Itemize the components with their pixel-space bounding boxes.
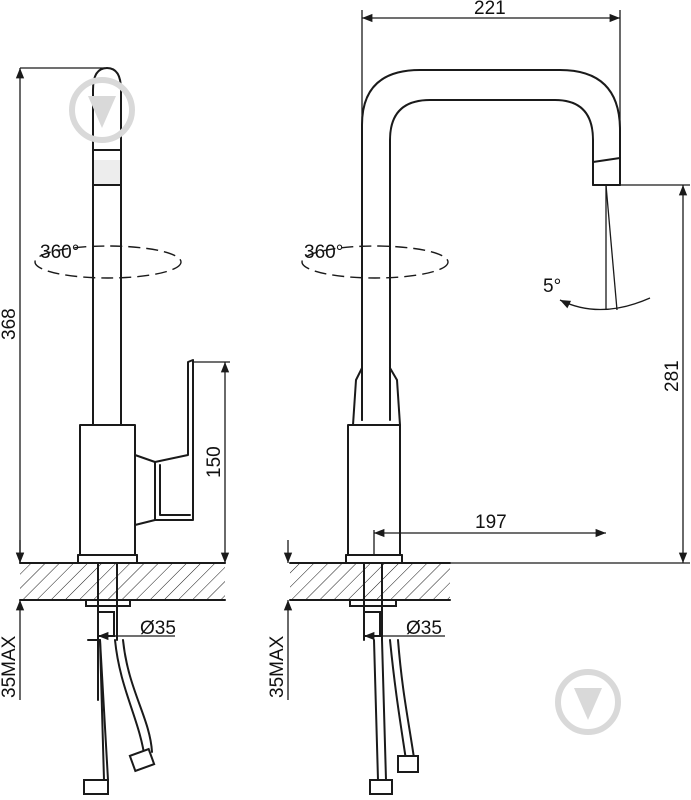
lever-handle-front bbox=[134, 454, 156, 526]
dim-spout-reach: 197 bbox=[475, 512, 507, 533]
dim-countertop-max-left: 35MAX bbox=[0, 635, 20, 698]
dim-overall-width: 221 bbox=[474, 0, 506, 19]
dim-overall-height: 368 bbox=[0, 308, 20, 340]
mounting-hardware-left bbox=[83, 562, 156, 795]
countertop-left bbox=[20, 563, 225, 600]
mounting-hardware-right bbox=[349, 562, 419, 795]
dim-base-diameter-right: Ø35 bbox=[406, 618, 442, 639]
tilt-angle-label: 5° bbox=[543, 276, 561, 297]
body-front bbox=[79, 424, 136, 556]
rotation-label-right: 360° bbox=[304, 242, 343, 263]
countertop-right bbox=[290, 563, 450, 600]
side-view: 360° 5° 221 197 281 bbox=[267, 0, 690, 795]
drop-down-arrow-icon bbox=[69, 77, 135, 143]
dim-handle-height: 150 bbox=[204, 446, 225, 478]
rotation-label-left: 360° bbox=[40, 242, 79, 263]
dim-spout-height: 281 bbox=[662, 360, 683, 392]
drop-down-arrow-icon bbox=[555, 669, 621, 735]
spout-arch bbox=[361, 69, 621, 421]
dim-countertop-max-right: 35MAX bbox=[267, 635, 288, 698]
front-view: 360° 368 150 Ø35 35MAX bbox=[0, 67, 230, 795]
dim-base-diameter-left: Ø35 bbox=[140, 618, 176, 639]
rotation-ellipse-left bbox=[34, 245, 182, 279]
rotation-ellipse-right bbox=[301, 245, 449, 279]
